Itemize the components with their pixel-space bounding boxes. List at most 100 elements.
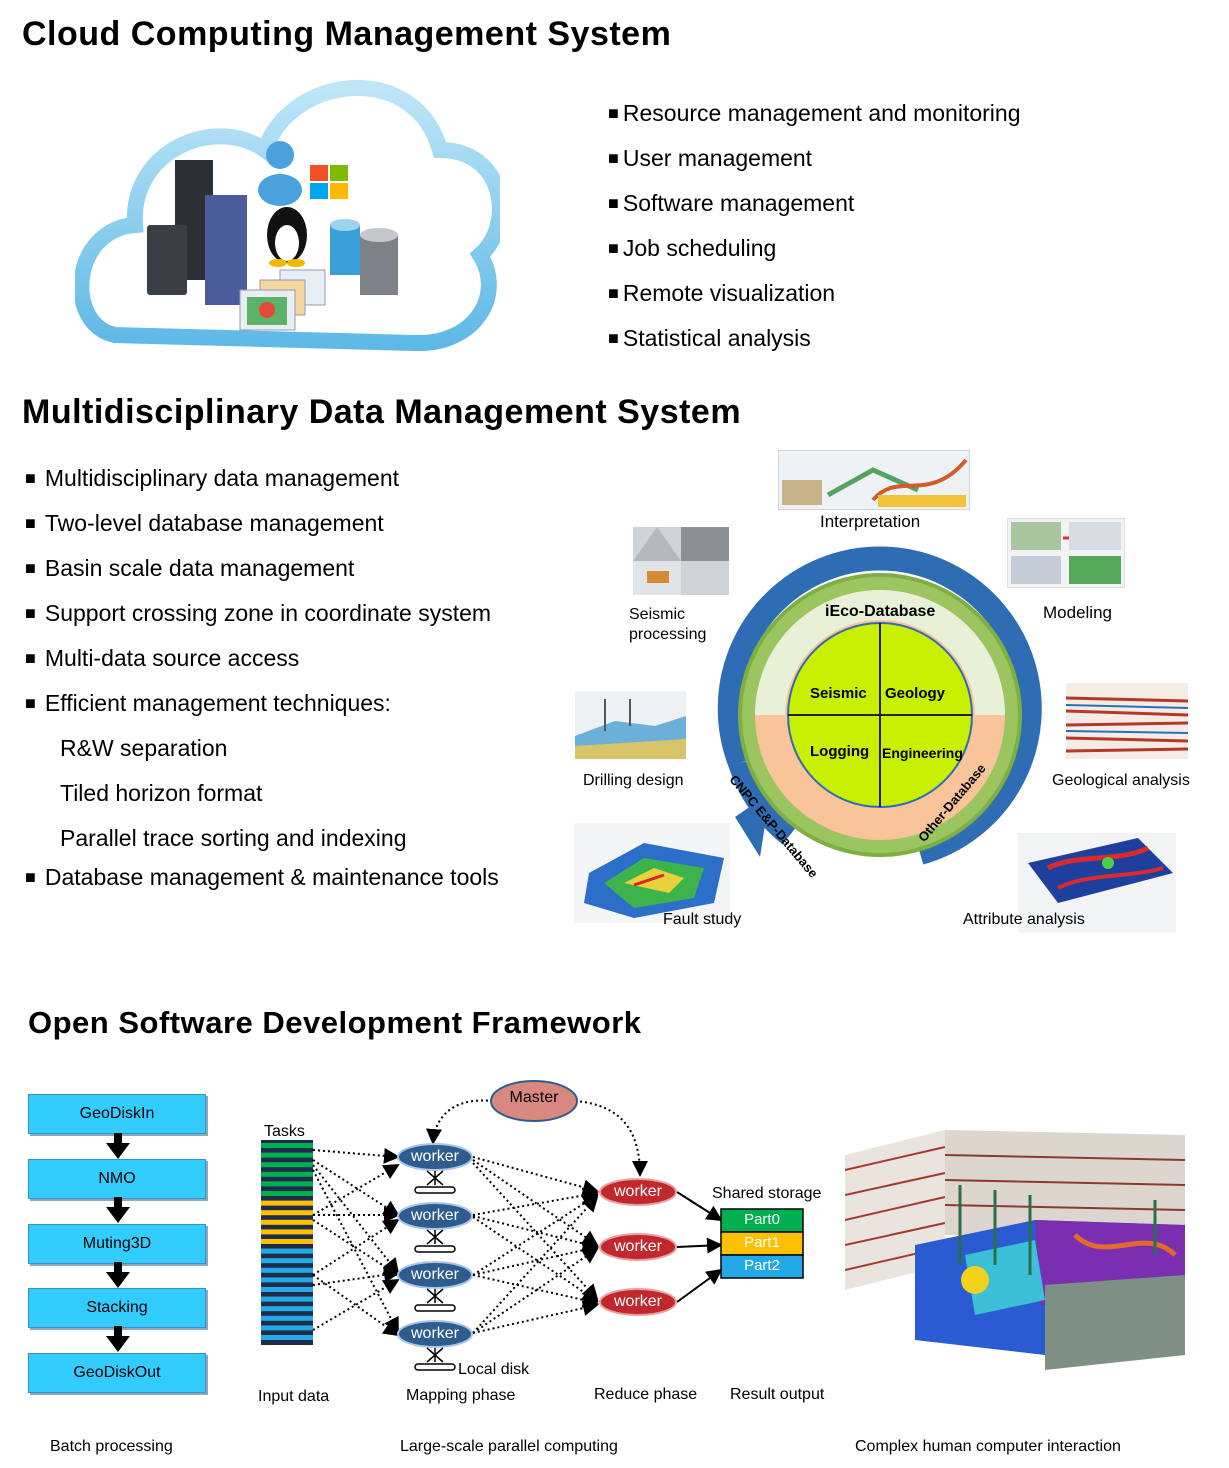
reduce-worker-label: worker — [613, 1183, 662, 1200]
task-stripe — [261, 1287, 313, 1292]
linux-penguin-icon — [267, 207, 307, 267]
square-bullet-icon: ■ — [25, 513, 41, 533]
flow-step-geodiskin: GeoDiskIn — [28, 1094, 206, 1134]
storage-part2 — [720, 1254, 804, 1279]
worker-label: worker — [410, 1148, 459, 1165]
list-item: ■ Multidisciplinary data management — [25, 465, 399, 491]
list-item: ■Statistical analysis — [608, 325, 811, 351]
quadrant-seismic: Seismic — [810, 685, 867, 702]
task-stripe — [261, 1239, 313, 1244]
visualization-windows-icon — [239, 269, 326, 331]
local-disk-label: Local disk — [458, 1361, 530, 1378]
cloud-illustration — [75, 80, 500, 352]
worker-label: worker — [410, 1325, 459, 1342]
list-item: ■ Support crossing zone in coordinate sy… — [25, 600, 492, 626]
interpretation-caption: Interpretation — [820, 512, 921, 531]
sub-list-item: Parallel trace sorting and indexing — [60, 825, 407, 851]
map-worker-node — [397, 1261, 473, 1289]
database-icon — [330, 219, 398, 295]
phase-label: Mapping phase — [406, 1387, 516, 1404]
task-stack — [261, 1140, 313, 1345]
part0-label: Part0 — [744, 1211, 780, 1228]
task-stripe — [261, 1200, 313, 1206]
tasks-label: Tasks — [264, 1123, 305, 1140]
task-stripe — [261, 1162, 313, 1168]
list-item: ■User management — [608, 145, 813, 171]
seismic-processing-caption: Seismic — [629, 606, 686, 623]
server-rack-icon — [205, 195, 247, 305]
task-stripe — [261, 1315, 313, 1321]
parallel-computing-diagram — [261, 1080, 804, 1371]
list-item: ■ Database management & maintenance tool… — [25, 864, 499, 890]
list-item: ■Remote visualization — [608, 280, 836, 306]
quadrant-engineering: Engineering — [882, 745, 963, 761]
process-arrow-ring — [717, 546, 1042, 865]
drilling-design-thumbnail — [575, 691, 686, 759]
reduce-worker-node — [599, 1233, 677, 1261]
map-worker-node — [397, 1320, 473, 1348]
list-item: ■ Efficient management techniques: — [25, 690, 391, 716]
shared-storage — [720, 1208, 804, 1279]
task-stripe — [261, 1277, 313, 1283]
master-label: Master — [509, 1089, 559, 1106]
reduce-worker-label: worker — [613, 1238, 662, 1255]
square-bullet-icon: ■ — [608, 328, 619, 348]
reduce-worker-node — [599, 1288, 677, 1316]
list-item: ■Software management — [608, 190, 855, 216]
task-stripe — [261, 1296, 313, 1302]
seismic-processing-caption: processing — [629, 626, 707, 643]
list-item: ■ Two-level database management — [25, 510, 384, 536]
square-bullet-icon: ■ — [608, 193, 619, 213]
part1-label: Part1 — [744, 1234, 780, 1251]
3d-seismic-visualization — [845, 1125, 1213, 1380]
square-bullet-icon: ■ — [25, 867, 41, 887]
local-disk-icon — [414, 1170, 456, 1371]
batch-processing-caption: Batch processing — [50, 1438, 173, 1455]
cloud-section-title: Cloud Computing Management System — [22, 15, 672, 53]
task-stripe — [261, 1181, 313, 1187]
square-bullet-icon: ■ — [608, 103, 619, 123]
geological-analysis-thumbnail — [1066, 683, 1188, 759]
ieco-database-label: iEco-Database — [825, 603, 936, 620]
attribute-analysis-caption: Attribute analysis — [963, 911, 1085, 928]
flow-step-nmo: NMO — [28, 1159, 206, 1199]
modeling-thumbnail — [1007, 518, 1125, 588]
task-stripe — [261, 1258, 313, 1264]
square-bullet-icon: ■ — [608, 148, 619, 168]
phase-label: Result output — [730, 1386, 825, 1403]
user-icon — [266, 141, 294, 169]
task-stripe — [261, 1219, 313, 1225]
parallel-computing-caption: Large-scale parallel computing — [400, 1438, 618, 1455]
task-stripe — [261, 1325, 313, 1331]
map-worker-node — [397, 1143, 473, 1171]
fault-study-thumbnail — [574, 823, 730, 923]
windows-icon — [310, 165, 348, 199]
task-stripe — [261, 1335, 313, 1340]
list-item: ■Resource management and monitoring — [608, 100, 1021, 126]
sub-list-item: R&W separation — [60, 735, 228, 761]
data-section-title: Multidisciplinary Data Management System — [22, 393, 742, 431]
arrow-head-icon — [735, 793, 770, 857]
task-stripe — [261, 1229, 313, 1235]
tower-icon — [147, 225, 187, 295]
task-stripe — [261, 1191, 313, 1196]
task-stripe — [261, 1306, 313, 1312]
drilling-design-caption: Drilling design — [583, 772, 684, 789]
list-item: ■Job scheduling — [608, 235, 777, 261]
task-stripe — [261, 1152, 313, 1158]
database-ring-diagram — [717, 546, 1042, 865]
flow-step-geodiskout: GeoDiskOut — [28, 1353, 206, 1393]
shared-storage-label: Shared storage — [712, 1185, 822, 1202]
list-item: ■ Basin scale data management — [25, 555, 355, 581]
framework-section-title: Open Software Development Framework — [28, 1005, 642, 1040]
square-bullet-icon: ■ — [25, 558, 41, 578]
list-item: ■ Multi-data source access — [25, 645, 300, 671]
square-bullet-icon: ■ — [608, 283, 619, 303]
reduce-worker-node — [599, 1178, 677, 1206]
flow-arrows — [106, 1133, 130, 1352]
flow-step-stacking: Stacking — [28, 1288, 206, 1328]
worker-label: worker — [410, 1266, 459, 1283]
modeling-caption: Modeling — [1043, 603, 1112, 622]
reduce-worker-label: worker — [613, 1293, 662, 1310]
quadrant-logging: Logging — [810, 743, 870, 760]
